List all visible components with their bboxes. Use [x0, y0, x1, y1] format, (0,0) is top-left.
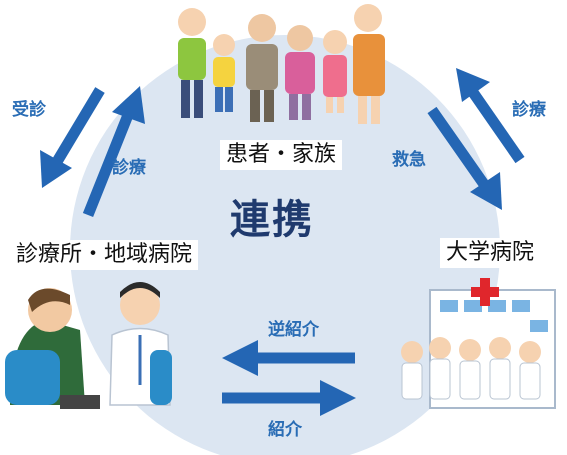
family-illustration: [178, 4, 385, 124]
arrow-label-gyakushokai: 逆紹介: [268, 320, 319, 340]
arrow-label-shinryo-right: 診療: [512, 100, 546, 120]
arrow-clinic-to-hospital: [222, 380, 356, 416]
arrow-clinic-to-patients: [40, 87, 105, 188]
center-label: 連携: [230, 197, 314, 243]
background-circle: [70, 35, 500, 455]
arrow-label-shinryo-left: 診療: [112, 158, 146, 178]
arrow-hospital-to-clinic: [222, 340, 355, 376]
node-label-patients: 患者・家族: [220, 140, 343, 170]
arrow-label-shokai: 紹介: [268, 420, 302, 440]
node-label-clinic: 診療所・地域病院: [10, 240, 199, 270]
arrow-hospital-to-patients: [456, 68, 525, 164]
arrow-patients-to-hospital: [427, 106, 502, 210]
arrow-label-kyukyu: 救急: [392, 150, 426, 170]
red-cross-icon: [471, 278, 499, 306]
node-label-hospital: 大学病院: [440, 238, 541, 268]
arrow-label-jushin: 受診: [12, 100, 46, 120]
doctor-patient-illustration: [5, 282, 172, 409]
arrow-patients-from-clinic: [82, 86, 145, 218]
hospital-staff-illustration: [401, 278, 556, 409]
